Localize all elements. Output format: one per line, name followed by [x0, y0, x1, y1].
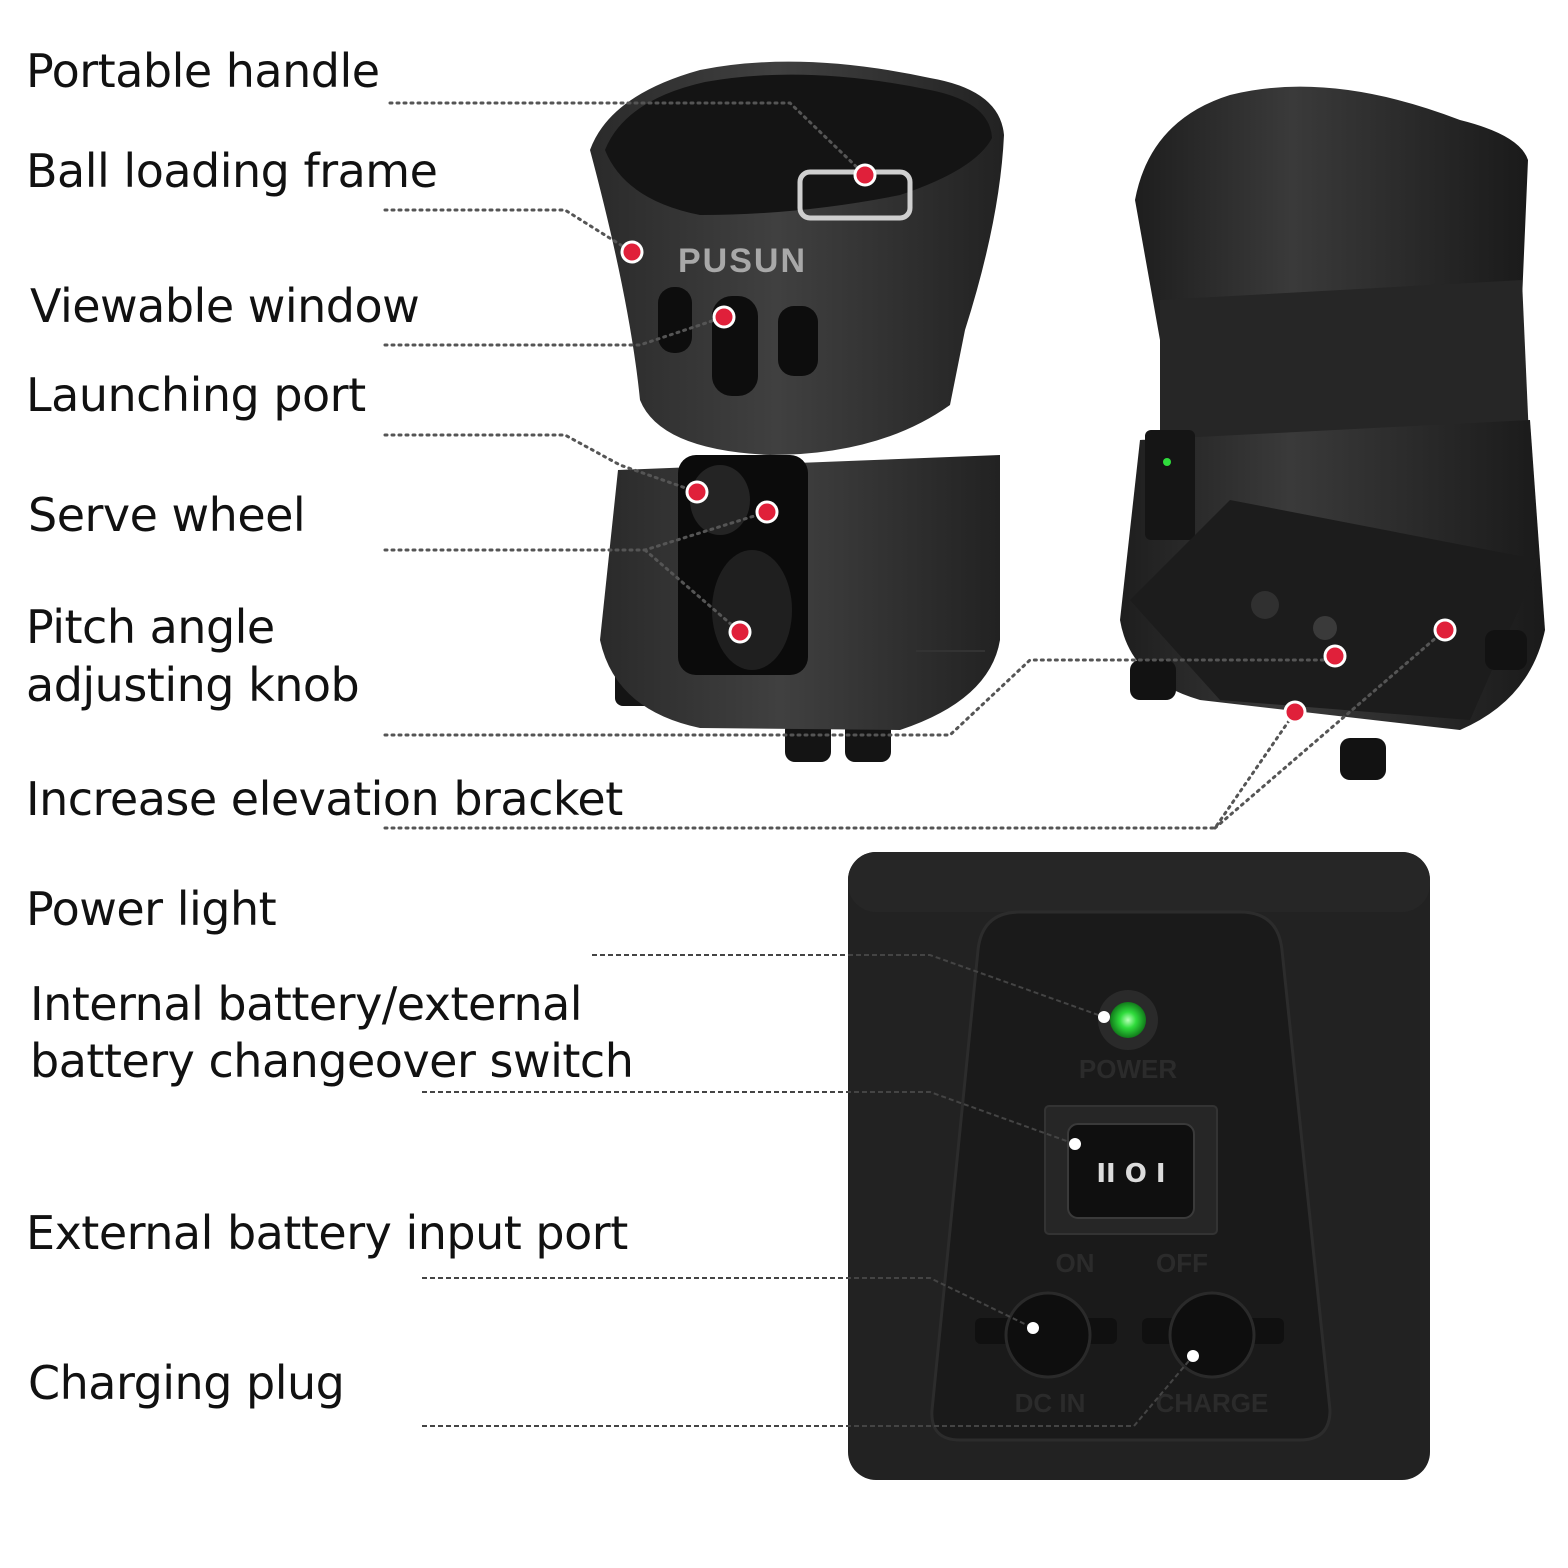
marker-elevation-bracket-1 [1283, 700, 1307, 724]
marker-changeover-switch [1069, 1138, 1081, 1150]
marker-pitch-angle-knob [1323, 644, 1347, 668]
panel-label-on: ON [1056, 1248, 1095, 1278]
back-machine [1120, 86, 1545, 780]
label-viewable-window: Viewable window [30, 279, 420, 333]
panel-markers [1027, 1011, 1199, 1362]
marker-power-light [1098, 1011, 1110, 1023]
front-machine: PUSUN [590, 61, 1004, 762]
label-charging-plug: Charging plug [28, 1356, 345, 1410]
switch-symbols: II O I [1096, 1159, 1165, 1189]
label-portable-handle: Portable handle [26, 44, 380, 98]
marker-viewable-window [712, 305, 736, 329]
label-power-light: Power light [26, 882, 277, 936]
marker-serve-wheel-1 [755, 500, 779, 524]
label-launching-port: Launching port [26, 368, 366, 422]
brand-logo: PUSUN [678, 242, 807, 280]
label-external-battery-input-port: External battery input port [26, 1206, 628, 1260]
label-changeover-line1: Internal battery/external [30, 977, 583, 1031]
label-increase-elevation-bracket: Increase elevation bracket [26, 772, 623, 826]
label-pitch-angle-line1: Pitch angle [26, 600, 275, 654]
panel-label-dc-in: DC IN [1015, 1388, 1086, 1418]
panel-label-off: OFF [1156, 1248, 1208, 1278]
panel-label-charge: CHARGE [1156, 1388, 1269, 1418]
marker-launching-port [685, 480, 709, 504]
changeover-switch [1067, 1123, 1195, 1219]
label-serve-wheel: Serve wheel [28, 488, 306, 542]
marker-portable-handle [853, 163, 877, 187]
panel-label-power: POWER [1079, 1054, 1177, 1084]
marker-group [620, 163, 1457, 724]
control-panel: POWER II O I ON OFF DC IN CHARGE [848, 852, 1430, 1480]
marker-ball-loading-frame [620, 240, 644, 264]
label-changeover-line2: battery changeover switch [30, 1034, 634, 1088]
leader-lines-upper [383, 101, 1447, 830]
label-ball-loading-frame: Ball loading frame [26, 144, 438, 198]
marker-serve-wheel-2 [728, 620, 752, 644]
leader-lines-panel [422, 954, 1194, 1427]
power-led [1110, 1002, 1146, 1038]
charge-port [1168, 1291, 1256, 1379]
marker-charge [1187, 1350, 1199, 1362]
dc-in-port [1004, 1291, 1092, 1379]
marker-elevation-bracket-2 [1433, 618, 1457, 642]
label-pitch-angle-line2: adjusting knob [26, 658, 360, 712]
marker-dc-in [1027, 1322, 1039, 1334]
